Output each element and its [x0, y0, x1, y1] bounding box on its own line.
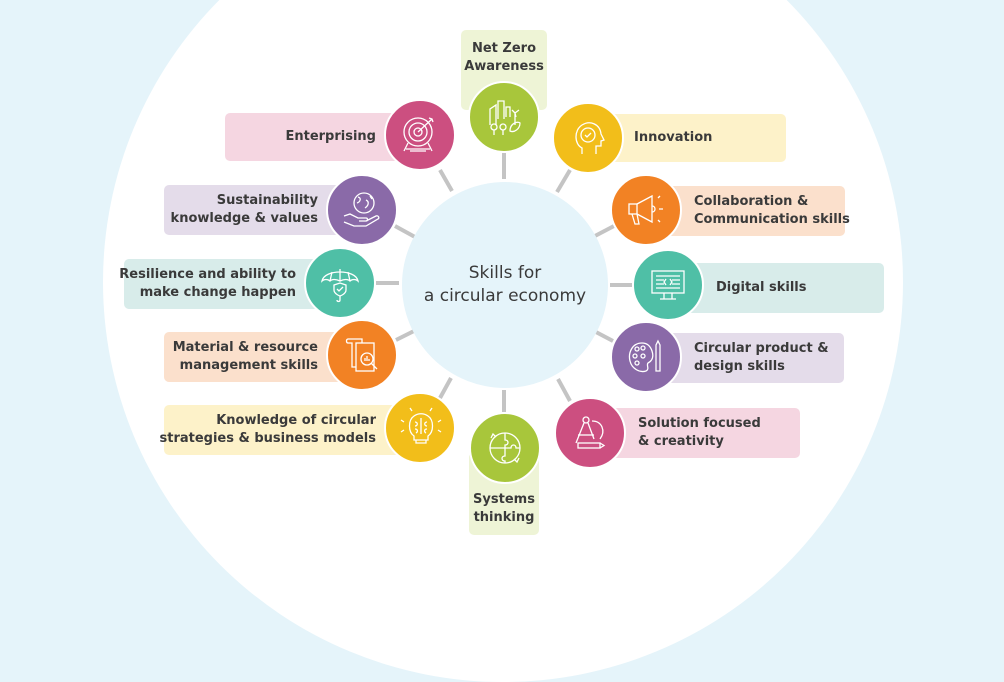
globe-hand-icon [343, 192, 380, 227]
node-digital [632, 249, 704, 321]
node-systems [469, 412, 541, 484]
label-text: management skills [179, 358, 318, 373]
label-text: Digital skills [716, 280, 807, 295]
node-innovation [552, 102, 624, 174]
label-text: Knowledge of circular [216, 413, 376, 428]
label-solution: Solution focused & creativity [594, 408, 800, 458]
label-text: Material & resource [172, 340, 318, 355]
connector-enterprising [438, 169, 454, 192]
head-check-icon [575, 122, 605, 154]
label-text: make change happen [139, 285, 296, 300]
label-text: design skills [694, 359, 785, 374]
node-circular-product [610, 321, 682, 393]
label-text: Systems [473, 492, 535, 507]
label-text: Resilience and ability to [119, 267, 296, 282]
label-text: Sustainability [216, 193, 318, 208]
connector-lines [376, 153, 632, 412]
hub-title-line1: Skills for [468, 263, 542, 283]
green-city-icon [489, 100, 521, 135]
connector-sustainability [394, 224, 416, 239]
node-net-zero [468, 81, 540, 153]
connector-innovation [555, 168, 572, 194]
hub-title-line2: a circular economy [423, 286, 587, 306]
label-text: Innovation [634, 130, 713, 145]
connector-solution [556, 378, 572, 402]
label-knowledge: Knowledge of circular strategies & busin… [160, 405, 420, 455]
label-text: Awareness [464, 59, 544, 74]
connector-material [395, 329, 415, 342]
puzzle-globe-icon [489, 432, 521, 464]
node-enterprising [384, 99, 456, 171]
connector-knowledge [438, 377, 453, 399]
node-solution [554, 397, 626, 469]
connector-collaboration [592, 224, 615, 239]
target-arrow-icon [403, 117, 434, 152]
label-text: Net Zero [471, 41, 537, 56]
central-hub: Skills for a circular economy [402, 182, 608, 388]
node-material [326, 319, 398, 391]
document-analysis-icon [345, 338, 378, 372]
label-collaboration: Collaboration & Communication skills [650, 186, 850, 236]
label-text: Collaboration & [694, 194, 809, 209]
node-resilience [304, 247, 376, 319]
compass-pencil-icon [575, 416, 606, 449]
label-text: strategies & business models [159, 431, 377, 446]
connector-circular-product [593, 329, 614, 343]
node-sustainability [326, 174, 398, 246]
label-circular-product: Circular product & design skills [650, 333, 844, 383]
label-text: Enterprising [285, 129, 376, 144]
node-knowledge [384, 392, 456, 464]
label-text: Solution focused [638, 416, 761, 431]
lightbulb-brain-icon [400, 407, 442, 444]
computer-code-icon [651, 270, 685, 300]
palette-icon [628, 339, 661, 373]
label-text: knowledge & values [170, 211, 318, 226]
node-collaboration [610, 174, 682, 246]
umbrella-shield-icon [321, 269, 359, 303]
label-text: Circular product & [694, 341, 829, 356]
label-text: & creativity [638, 434, 724, 449]
label-text: Communication skills [694, 212, 850, 227]
label-digital: Digital skills [672, 263, 884, 313]
label-text: thinking [473, 510, 535, 525]
megaphone-icon [628, 194, 663, 225]
